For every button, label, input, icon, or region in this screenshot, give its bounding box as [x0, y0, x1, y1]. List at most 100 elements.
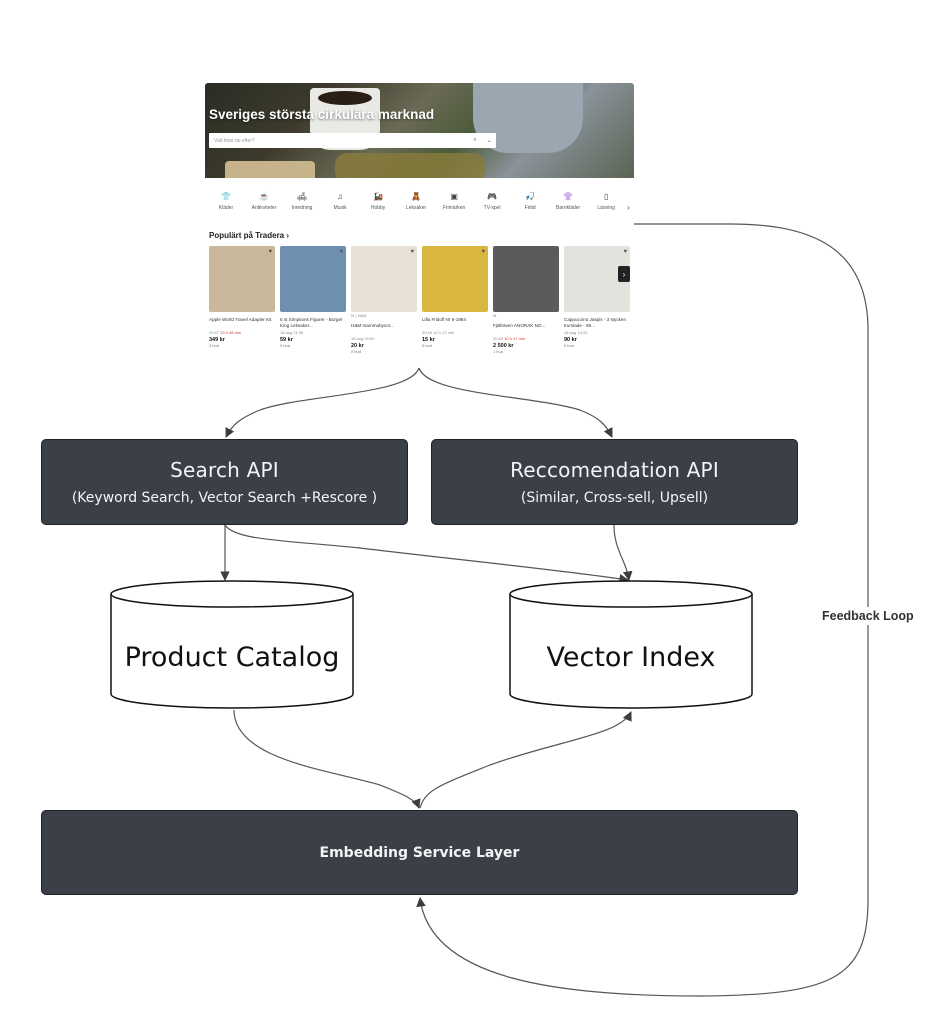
heart-icon[interactable]: ♥ — [268, 249, 272, 255]
product-card[interactable]: ♥ M Fjällräven ANORAK NO... 20:49 10 h 47 m… — [493, 246, 559, 354]
edge-embedding-to-vector-index — [419, 711, 632, 809]
category-label: Läsning — [597, 205, 615, 211]
time-text: 20:49 — [493, 336, 505, 341]
time-text: 20:47 — [209, 330, 221, 335]
product-title[interactable]: Lilla Fridolf Nr 6-1984 — [422, 317, 466, 322]
embedding-service-layer-label: Embedding Service Layer — [319, 844, 520, 861]
product-brand: M | H&M — [351, 313, 367, 318]
hero-title: Sveriges största cirkulära marknad — [209, 107, 435, 122]
time-left: 10 h 47 min — [504, 336, 526, 341]
product-bids: 0 bud — [422, 343, 433, 348]
product-price: 59 kr — [280, 337, 293, 343]
product-card[interactable]: ♥ 5 st Simpsons Figurer - Burger King Lek… — [280, 246, 346, 354]
edge-screenshot-to-recommendation-api — [418, 367, 613, 438]
popular-heading[interactable]: Populärt på Tradera › — [209, 231, 290, 240]
heart-icon[interactable]: ♥ — [623, 249, 627, 255]
category-frimärken[interactable]: ▣Frimärken — [437, 192, 471, 222]
product-price: 15 kr — [422, 337, 435, 343]
product-card[interactable]: ♥ Apple World Travel Adapter Kit 20:47 13 … — [209, 246, 275, 354]
time-text: 20:16 12 h 17 min — [422, 330, 455, 335]
product-image[interactable]: ♥ — [280, 246, 346, 312]
time-left: 13 h 48 min — [220, 330, 242, 335]
category-label: Leksaker — [405, 205, 427, 211]
category-label: Fritid — [524, 205, 536, 211]
search-bar[interactable]: Vad letar du efter? ⌕ ⌄ — [209, 133, 496, 148]
product-brand: M — [493, 313, 497, 318]
product-bids: 0 bud — [351, 349, 362, 354]
heart-icon[interactable]: ♥ — [552, 249, 556, 255]
search-icon[interactable]: ⌕ — [473, 137, 477, 143]
product-title[interactable]: Apple World Travel Adapter Kit — [209, 317, 272, 322]
search-api-box: Search API (Keyword Search, Vector Searc… — [41, 439, 408, 525]
category-inredning[interactable]: 🛋Inredning — [285, 192, 319, 222]
product-title[interactable]: 5 st Simpsons Figurer - Burger King Leks… — [280, 317, 343, 328]
category-label: Frimärken — [442, 205, 466, 211]
category-läsning[interactable]: ▯Läsning — [589, 192, 623, 222]
product-price: 20 kr — [351, 343, 364, 349]
music-note-icon: ♫ — [337, 192, 344, 201]
carousel-next-button[interactable]: › — [618, 266, 630, 282]
marketplace-screenshot: Sveriges största cirkulära marknad Vad l… — [205, 83, 634, 365]
product-card[interactable]: ♥ Lilla Fridolf Nr 6-1984 20:16 12 h 17 mi… — [422, 246, 488, 354]
product-image[interactable]: ♥ — [351, 246, 417, 312]
product-bids: 1 bud — [493, 349, 504, 354]
category-musik[interactable]: ♫ Musik — [323, 192, 357, 222]
chevron-down-icon[interactable]: ⌄ — [486, 138, 492, 144]
product-bids: 0 bud — [280, 343, 291, 348]
search-api-subtitle: (Keyword Search, Vector Search +Rescore … — [71, 490, 378, 506]
category-leksaker[interactable]: 🧸 Leksaker — [399, 192, 433, 222]
edge-screenshot-to-search-api — [225, 367, 420, 438]
recommendation-api-subtitle: (Similar, Cross-sell, Upsell) — [520, 490, 709, 506]
product-time: 16 aug 21:36 — [280, 330, 346, 335]
search-api-title: Search API — [170, 458, 279, 482]
category-label: TV-spel — [483, 205, 501, 211]
product-bids: 3 bud — [209, 343, 220, 348]
category-fritid[interactable]: 🎣 Fritid — [513, 192, 547, 222]
sofa-icon: 🛋 — [296, 192, 308, 201]
category-tv-spel[interactable]: 🎮 TV-spel — [475, 192, 509, 222]
feedback-loop-label: Feedback Loop — [822, 607, 914, 625]
vector-index-label: Vector Index — [546, 642, 716, 673]
category-label: Antikviteter — [251, 205, 277, 211]
categories-next-icon[interactable]: › — [627, 202, 630, 212]
hero-banner: Sveriges största cirkulära marknad Vad l… — [205, 83, 634, 178]
product-title[interactable]: H&M mammabyxor... — [351, 323, 394, 328]
product-catalog-label: Product Catalog — [124, 642, 340, 673]
toy-icon: 🧸 — [411, 192, 422, 201]
product-time: 19 aug 20:52 — [351, 336, 417, 341]
product-time: 16 aug 14:33 — [564, 330, 630, 335]
recommendation-api-box: Reccomendation API (Similar, Cross-sell,… — [431, 439, 798, 525]
product-time: 20:49 10 h 47 min — [493, 336, 559, 341]
fishing-icon: 🎣 — [525, 192, 536, 201]
recommendation-api-title: Reccomendation API — [510, 458, 719, 482]
category-kläder[interactable]: 👕 Kläder — [209, 192, 243, 222]
product-title[interactable]: Cappuccino Jaspis - 3 stycken trumlade -… — [564, 317, 627, 328]
product-time: 20:16 12 h 17 min — [422, 330, 488, 335]
category-antikviteter[interactable]: ☕ Antikviteter — [247, 192, 281, 222]
heart-icon[interactable]: ♥ — [339, 249, 343, 255]
edge-search-api-to-vector-index — [224, 524, 629, 584]
product-image[interactable]: ♥ — [422, 246, 488, 312]
heart-icon[interactable]: ♥ — [481, 249, 485, 255]
product-image[interactable]: ♥ — [209, 246, 275, 312]
category-label: Barnkläder — [556, 205, 581, 211]
gamepad-icon: 🎮 — [487, 192, 498, 201]
category-label: Hobby — [370, 205, 386, 211]
teapot-icon: ☕ — [259, 192, 269, 201]
category-label: Kläder — [218, 205, 234, 211]
shirt-icon: 👕 — [221, 192, 231, 201]
category-barnkläder[interactable]: 👚 Barnkläder — [551, 192, 585, 222]
category-label: Musik — [333, 205, 347, 211]
product-card[interactable]: ♥ M | H&M H&M mammabyxor... 19 aug 20:52 20 … — [351, 246, 417, 354]
product-price: 349 kr — [209, 337, 225, 343]
product-image[interactable]: ♥ — [493, 246, 559, 312]
heart-icon[interactable]: ♥ — [410, 249, 414, 255]
product-card[interactable]: ♥ Cappuccino Jaspis - 3 stycken trumlade … — [564, 246, 630, 354]
search-input[interactable]: Vad letar du efter? — [214, 137, 255, 144]
baby-shirt-icon: 👚 — [563, 192, 574, 201]
category-bar: 👕 Kläder ☕ Antikviteter 🛋Inredning ♫ Musik 🚂Hob… — [205, 178, 634, 222]
category-hobby[interactable]: 🚂Hobby — [361, 192, 395, 222]
time-text: 16 aug 21:36 — [280, 330, 304, 335]
product-title[interactable]: Fjällräven ANORAK NO... — [493, 323, 546, 328]
product-price: 2 500 kr — [493, 343, 514, 349]
